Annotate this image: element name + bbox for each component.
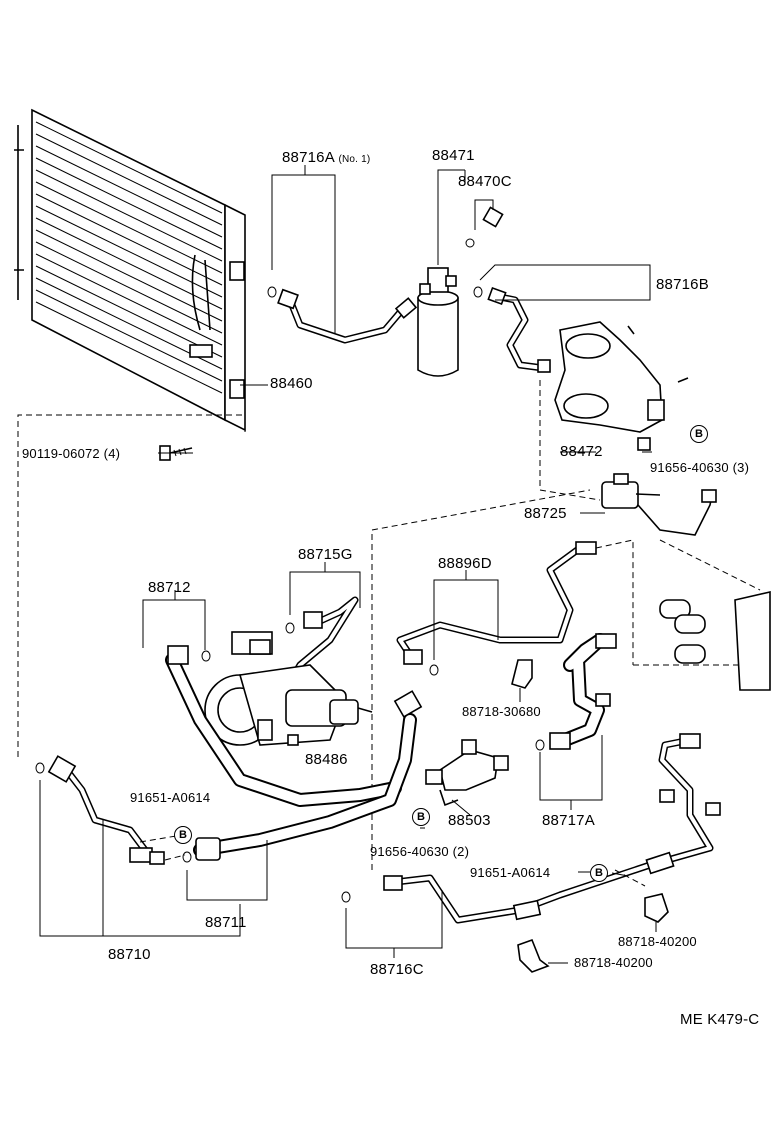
bracket-88715G bbox=[289, 562, 361, 615]
tube-88716C bbox=[341, 733, 721, 924]
nut-91656-40630-a bbox=[637, 437, 651, 451]
label-88486: 88486 bbox=[305, 751, 348, 768]
bracket-88717A bbox=[539, 735, 603, 810]
label-88718-40200-b: 88718-40200 bbox=[574, 955, 653, 970]
label-88896D: 88896D bbox=[438, 555, 492, 572]
clamp-88718-40200-b bbox=[517, 938, 550, 973]
diagram-reference-code: ME K479-C bbox=[680, 1011, 760, 1028]
pressure-switch-88470C bbox=[465, 199, 504, 248]
label-88470C: 88470C bbox=[458, 173, 512, 190]
bolt-mark-b-3: B bbox=[412, 808, 430, 826]
label-88716A: 88716A (No. 1) bbox=[282, 149, 371, 166]
hose-88711 bbox=[182, 690, 423, 863]
tube-88716A bbox=[267, 286, 418, 344]
label-88503: 88503 bbox=[448, 812, 491, 829]
label-88715G: 88715G bbox=[298, 546, 353, 563]
label-91656-40630-3: 91656-40630 (3) bbox=[650, 460, 750, 475]
clamp-88718-30680 bbox=[511, 659, 533, 689]
label-88471: 88471 bbox=[432, 147, 475, 164]
bracket-88716A bbox=[271, 165, 336, 333]
label-88718-40200-a: 88718-40200 bbox=[618, 934, 697, 949]
label-88717A: 88717A bbox=[542, 812, 595, 829]
label-88710: 88710 bbox=[108, 946, 151, 963]
tube-88896D bbox=[396, 541, 597, 676]
hose-88717A bbox=[535, 633, 617, 751]
label-88460: 88460 bbox=[270, 375, 313, 392]
valve-88725 bbox=[601, 473, 717, 536]
leader-88471 bbox=[437, 169, 466, 265]
bracket-88716B bbox=[479, 264, 651, 301]
bolt-mark-b-2: B bbox=[174, 826, 192, 844]
clamp-88718-40200-a bbox=[644, 893, 669, 923]
label-88472: 88472 bbox=[560, 443, 603, 460]
label-88725: 88725 bbox=[524, 505, 567, 522]
bracket-88472 bbox=[554, 321, 689, 433]
label-88711: 88711 bbox=[205, 914, 247, 931]
bracket-88710 bbox=[39, 780, 241, 937]
label-88716C: 88716C bbox=[370, 961, 424, 978]
bracket-88896D bbox=[433, 570, 499, 660]
compressor bbox=[204, 631, 373, 746]
label-88716B: 88716B bbox=[656, 276, 709, 293]
hose-88712 bbox=[165, 645, 402, 807]
tube-88710 bbox=[35, 755, 165, 865]
heater-unit bbox=[659, 590, 771, 691]
valve-88503 bbox=[425, 739, 509, 807]
label-88712: 88712 bbox=[148, 579, 191, 596]
label-91651-A0614-a: 91651-A0614 bbox=[130, 790, 211, 805]
bracket-88711 bbox=[186, 840, 268, 901]
label-91651-A0614-b: 91651-A0614 bbox=[470, 865, 551, 880]
receiver-88471 bbox=[417, 267, 459, 377]
bracket-88716C bbox=[345, 890, 443, 958]
condenser-88460 bbox=[14, 108, 246, 432]
bolt-mark-b-4: B bbox=[590, 864, 608, 882]
bolt-mark-b-1: B bbox=[690, 425, 708, 443]
label-90119-06072: 90119-06072 (4) bbox=[22, 446, 121, 461]
bracket-88712 bbox=[142, 590, 206, 650]
label-88718-30680: 88718-30680 bbox=[462, 704, 541, 719]
label-91656-40630-2: 91656-40630 (2) bbox=[370, 844, 470, 859]
